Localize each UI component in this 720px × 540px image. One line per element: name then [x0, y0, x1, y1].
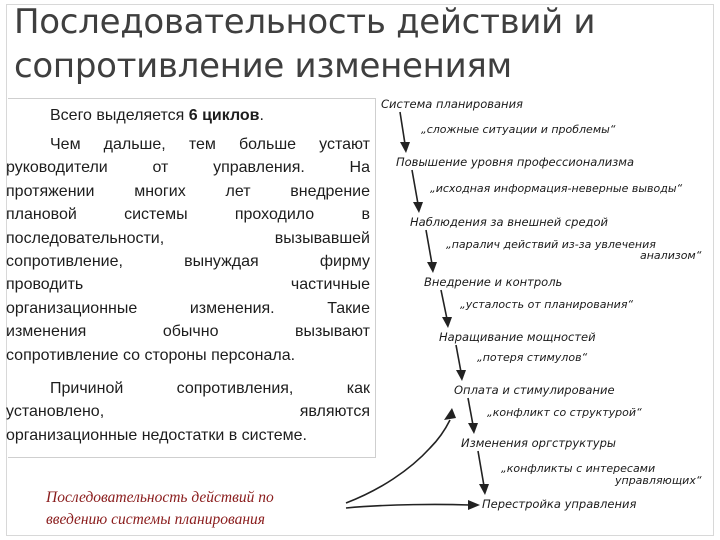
para-line: проводить частичные: [6, 276, 370, 294]
paragraph-cause: Причиной сопротивления, как установлено,…: [6, 377, 370, 447]
para-line: последовательности, вызывавшей: [6, 229, 370, 247]
para-line: руководители от управления. На: [6, 159, 370, 177]
slide-title-line-2: сопротивление изменениям: [14, 46, 512, 86]
paragraph-cycles: Всего выделяется 6 циклов.: [6, 104, 370, 127]
para-line: изменения обычно вызывают: [6, 323, 370, 341]
para-line: Чем дальше, тем больше устают: [50, 136, 370, 153]
paragraph-fatigue: Чем дальше, тем больше устают руководите…: [6, 133, 370, 367]
cycles-prefix: Всего выделяется: [50, 107, 189, 124]
para-line: сопротивление со стороны персонала.: [6, 346, 296, 364]
para-line: организационные недостатки в системе.: [6, 426, 307, 444]
para-line: плановой системы проходило в: [6, 206, 370, 224]
caption-line-1: Последовательность действий по: [46, 489, 274, 506]
cycles-line: Всего выделяется 6 циклов.: [6, 104, 370, 127]
caption-line-2: введению системы планирования: [46, 511, 265, 528]
cycles-suffix: .: [259, 107, 264, 124]
para-line: сопротивление, вынуждая фирму: [6, 253, 370, 271]
para-line: Причиной сопротивления, как: [50, 380, 370, 397]
slide-title-line-1: Последовательность действий и: [14, 2, 596, 42]
para-line: протяжении многих лет внедрение: [6, 182, 370, 200]
text-box: [8, 98, 376, 458]
para-line: организационные изменения. Такие: [6, 299, 370, 317]
para-line: установлено, являются: [6, 403, 370, 421]
cycles-count: 6 циклов: [188, 107, 260, 124]
